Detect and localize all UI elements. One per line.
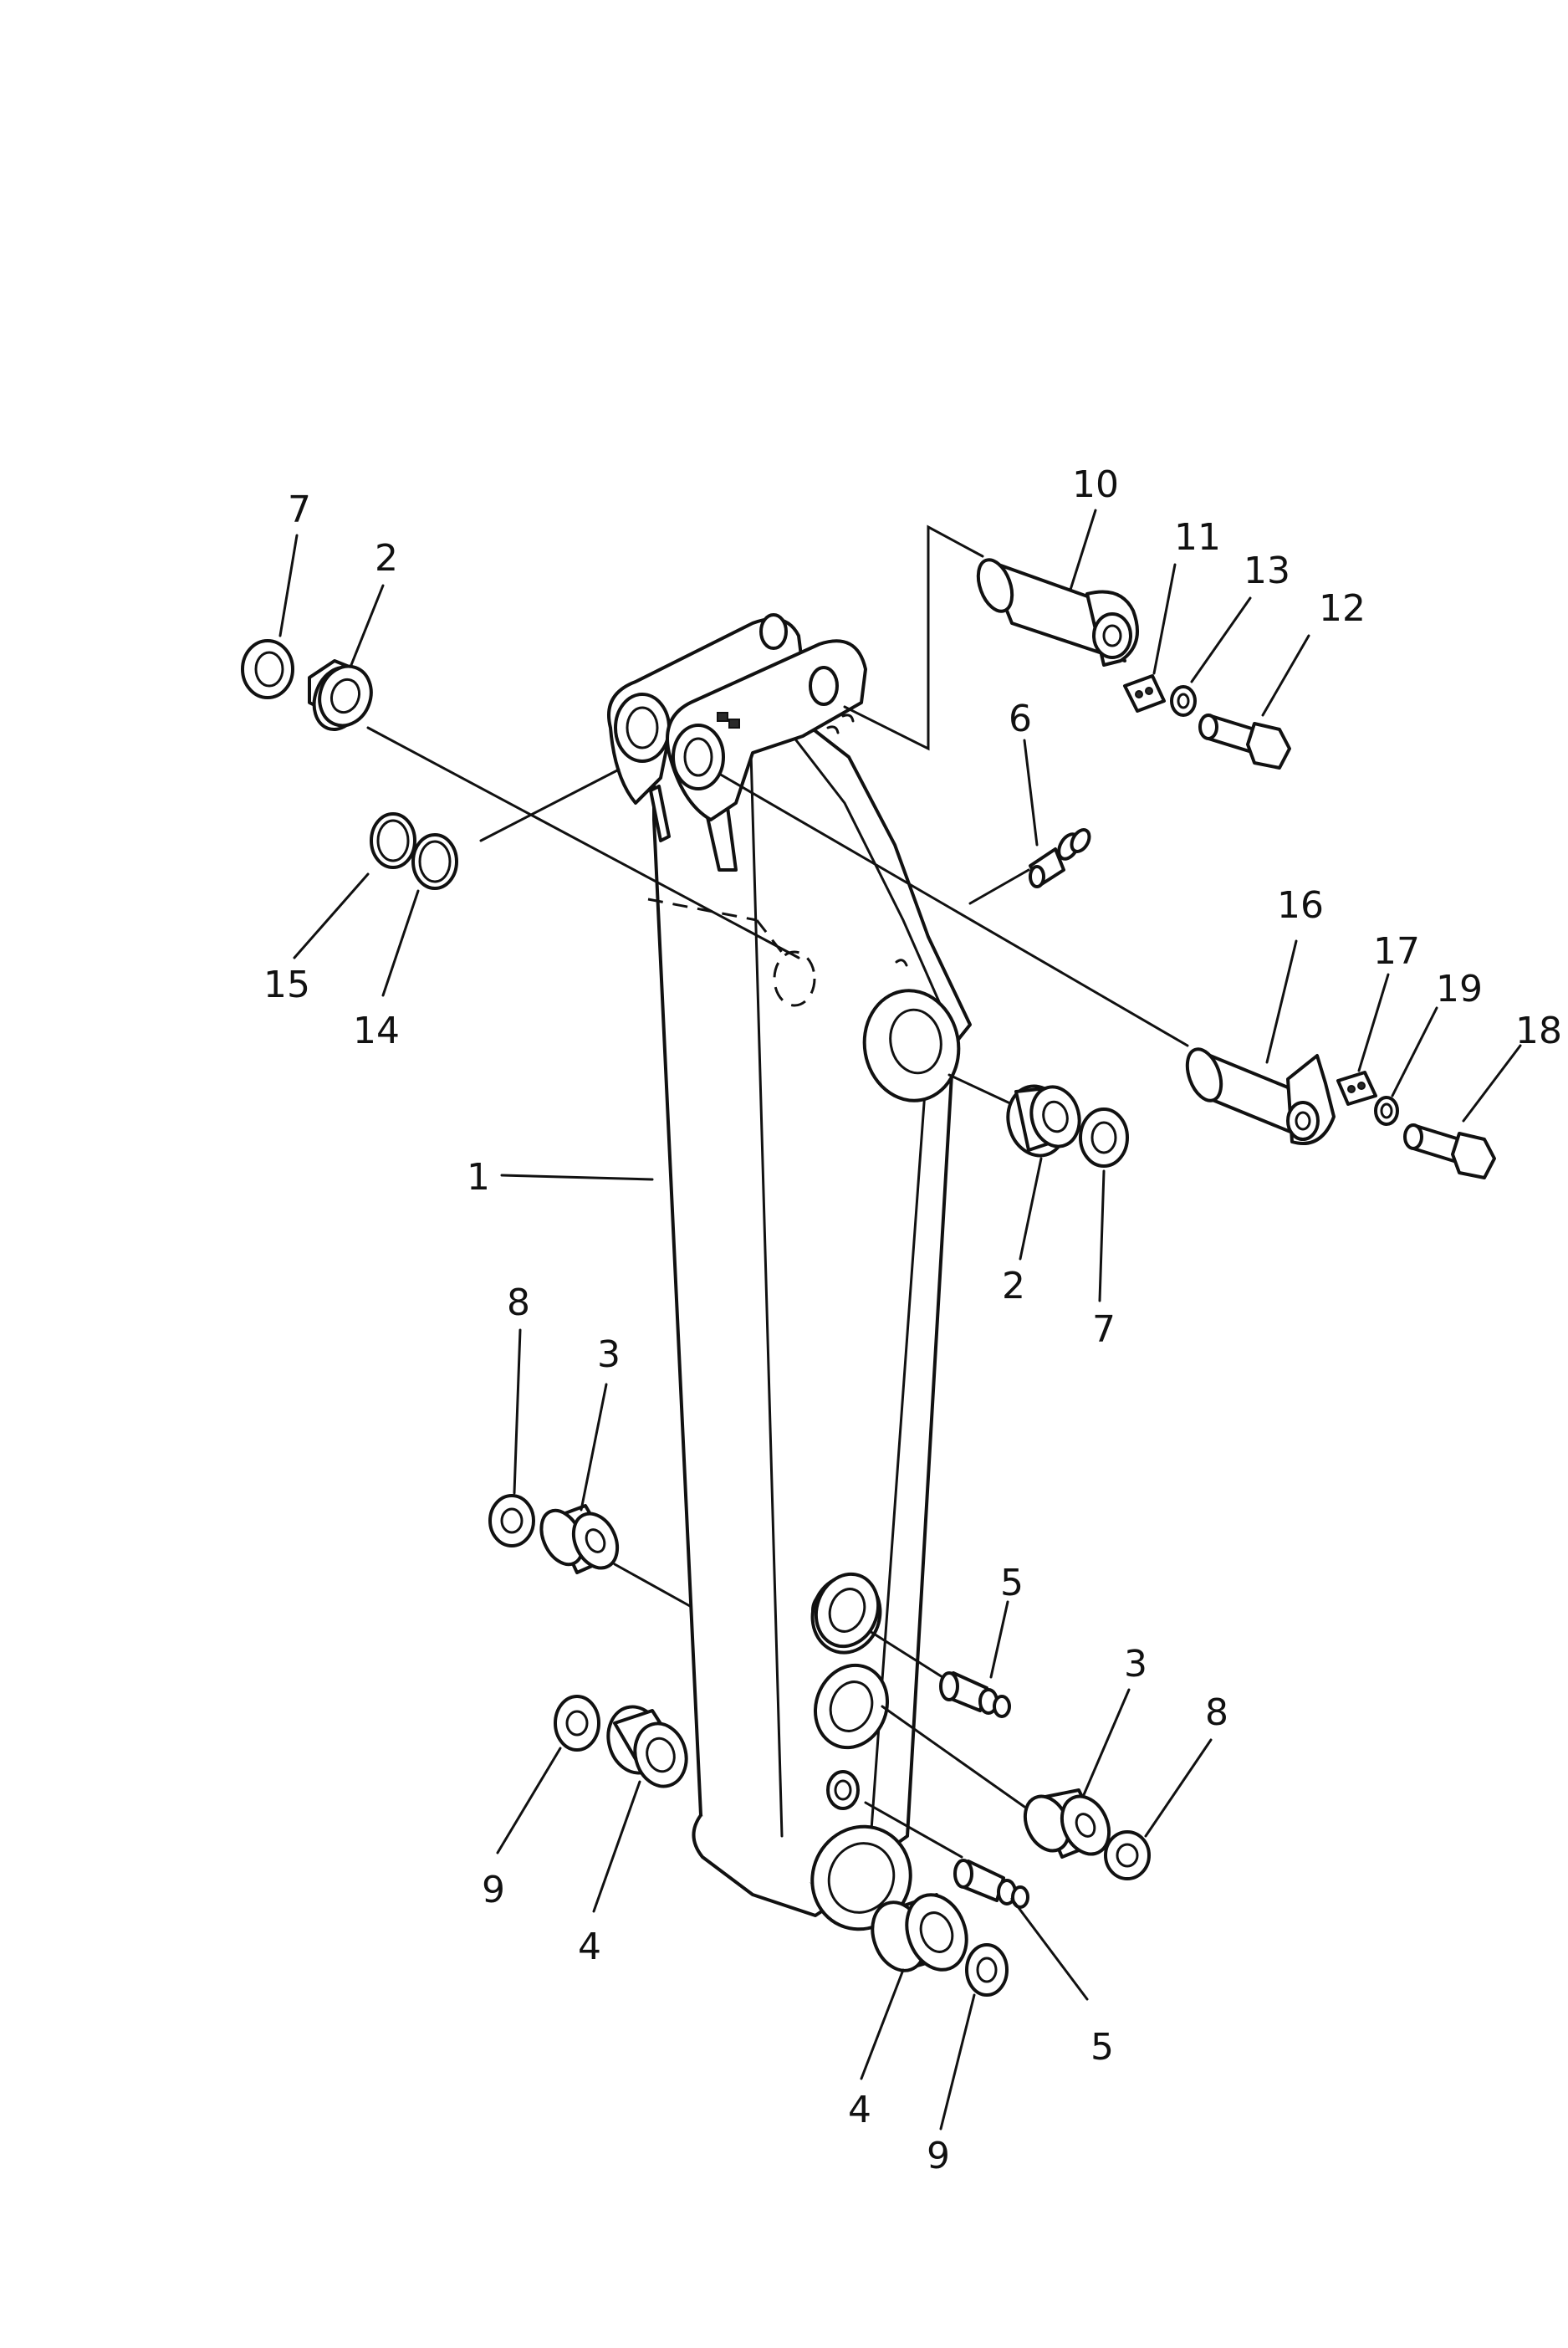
lock-plate-11 xyxy=(1123,674,1166,713)
arm-top-clevis-right xyxy=(666,613,867,821)
shim-15 xyxy=(370,812,416,869)
arm-mid-boss xyxy=(862,959,961,1102)
seal-7-mid xyxy=(1079,1107,1129,1168)
bolt-18 xyxy=(1403,1123,1496,1179)
callout-3-right: 3 xyxy=(1124,1643,1147,1686)
bushing-3-left xyxy=(539,1504,620,1574)
washer-19 xyxy=(1374,1096,1399,1126)
bushing-3-right xyxy=(1023,1788,1111,1859)
callout-6: 6 xyxy=(1009,698,1032,740)
bolt-12 xyxy=(1198,714,1291,770)
seal-9-left xyxy=(554,1695,600,1752)
bushing-2-mid xyxy=(1006,1084,1081,1158)
callout-1: 1 xyxy=(467,1156,490,1199)
callout-8-right: 8 xyxy=(1205,1691,1228,1734)
callout-2-mid: 2 xyxy=(1002,1265,1025,1307)
seal-8-left xyxy=(488,1494,535,1547)
seal-7-top xyxy=(241,639,294,699)
flanged-bushing-4-lower xyxy=(871,1893,968,1972)
grease-fitting-5-lower xyxy=(953,1859,1029,1909)
callout-13: 13 xyxy=(1244,550,1290,592)
callout-leaders xyxy=(278,509,1522,2131)
callout-5-lower: 5 xyxy=(1090,2026,1114,2069)
callout-18: 18 xyxy=(1515,1010,1562,1052)
callout-4-lower: 4 xyxy=(848,2089,871,2131)
callout-10: 10 xyxy=(1072,463,1119,506)
lock-plate-17 xyxy=(1336,1071,1377,1106)
callout-16: 16 xyxy=(1277,884,1324,927)
callout-11: 11 xyxy=(1174,516,1221,559)
callout-5-upper: 5 xyxy=(1000,1562,1024,1604)
flanged-bushing-4-left xyxy=(606,1705,688,1788)
pin-16 xyxy=(1185,1047,1336,1145)
bushing-2-top xyxy=(308,659,373,731)
callout-7-top: 7 xyxy=(288,489,311,531)
callout-4-left: 4 xyxy=(578,1926,601,1968)
assembly-lines xyxy=(366,524,1189,1859)
grease-fitting-5-upper xyxy=(939,1671,1011,1718)
callout-14: 14 xyxy=(353,1010,400,1052)
callout-7-mid: 7 xyxy=(1092,1308,1116,1351)
callout-9-lower: 9 xyxy=(927,2135,950,2177)
callout-labels: 7 2 10 11 13 12 6 15 14 16 17 19 18 1 2 … xyxy=(263,463,1562,2177)
callout-19: 19 xyxy=(1436,968,1483,1010)
pin-10 xyxy=(976,558,1139,667)
callout-12: 12 xyxy=(1319,587,1366,630)
callout-9-left: 9 xyxy=(482,1869,505,1911)
shim-14 xyxy=(411,833,458,890)
callout-2-top: 2 xyxy=(375,537,398,580)
grease-fitting-6 xyxy=(1029,828,1091,888)
callout-15: 15 xyxy=(263,964,310,1006)
callout-3-left: 3 xyxy=(597,1333,621,1376)
seal-9-lower xyxy=(965,1943,1009,1997)
washer-13 xyxy=(1170,685,1197,717)
seal-8-right xyxy=(1104,1830,1151,1880)
callout-17: 17 xyxy=(1373,930,1420,973)
callout-8-left: 8 xyxy=(507,1281,530,1324)
